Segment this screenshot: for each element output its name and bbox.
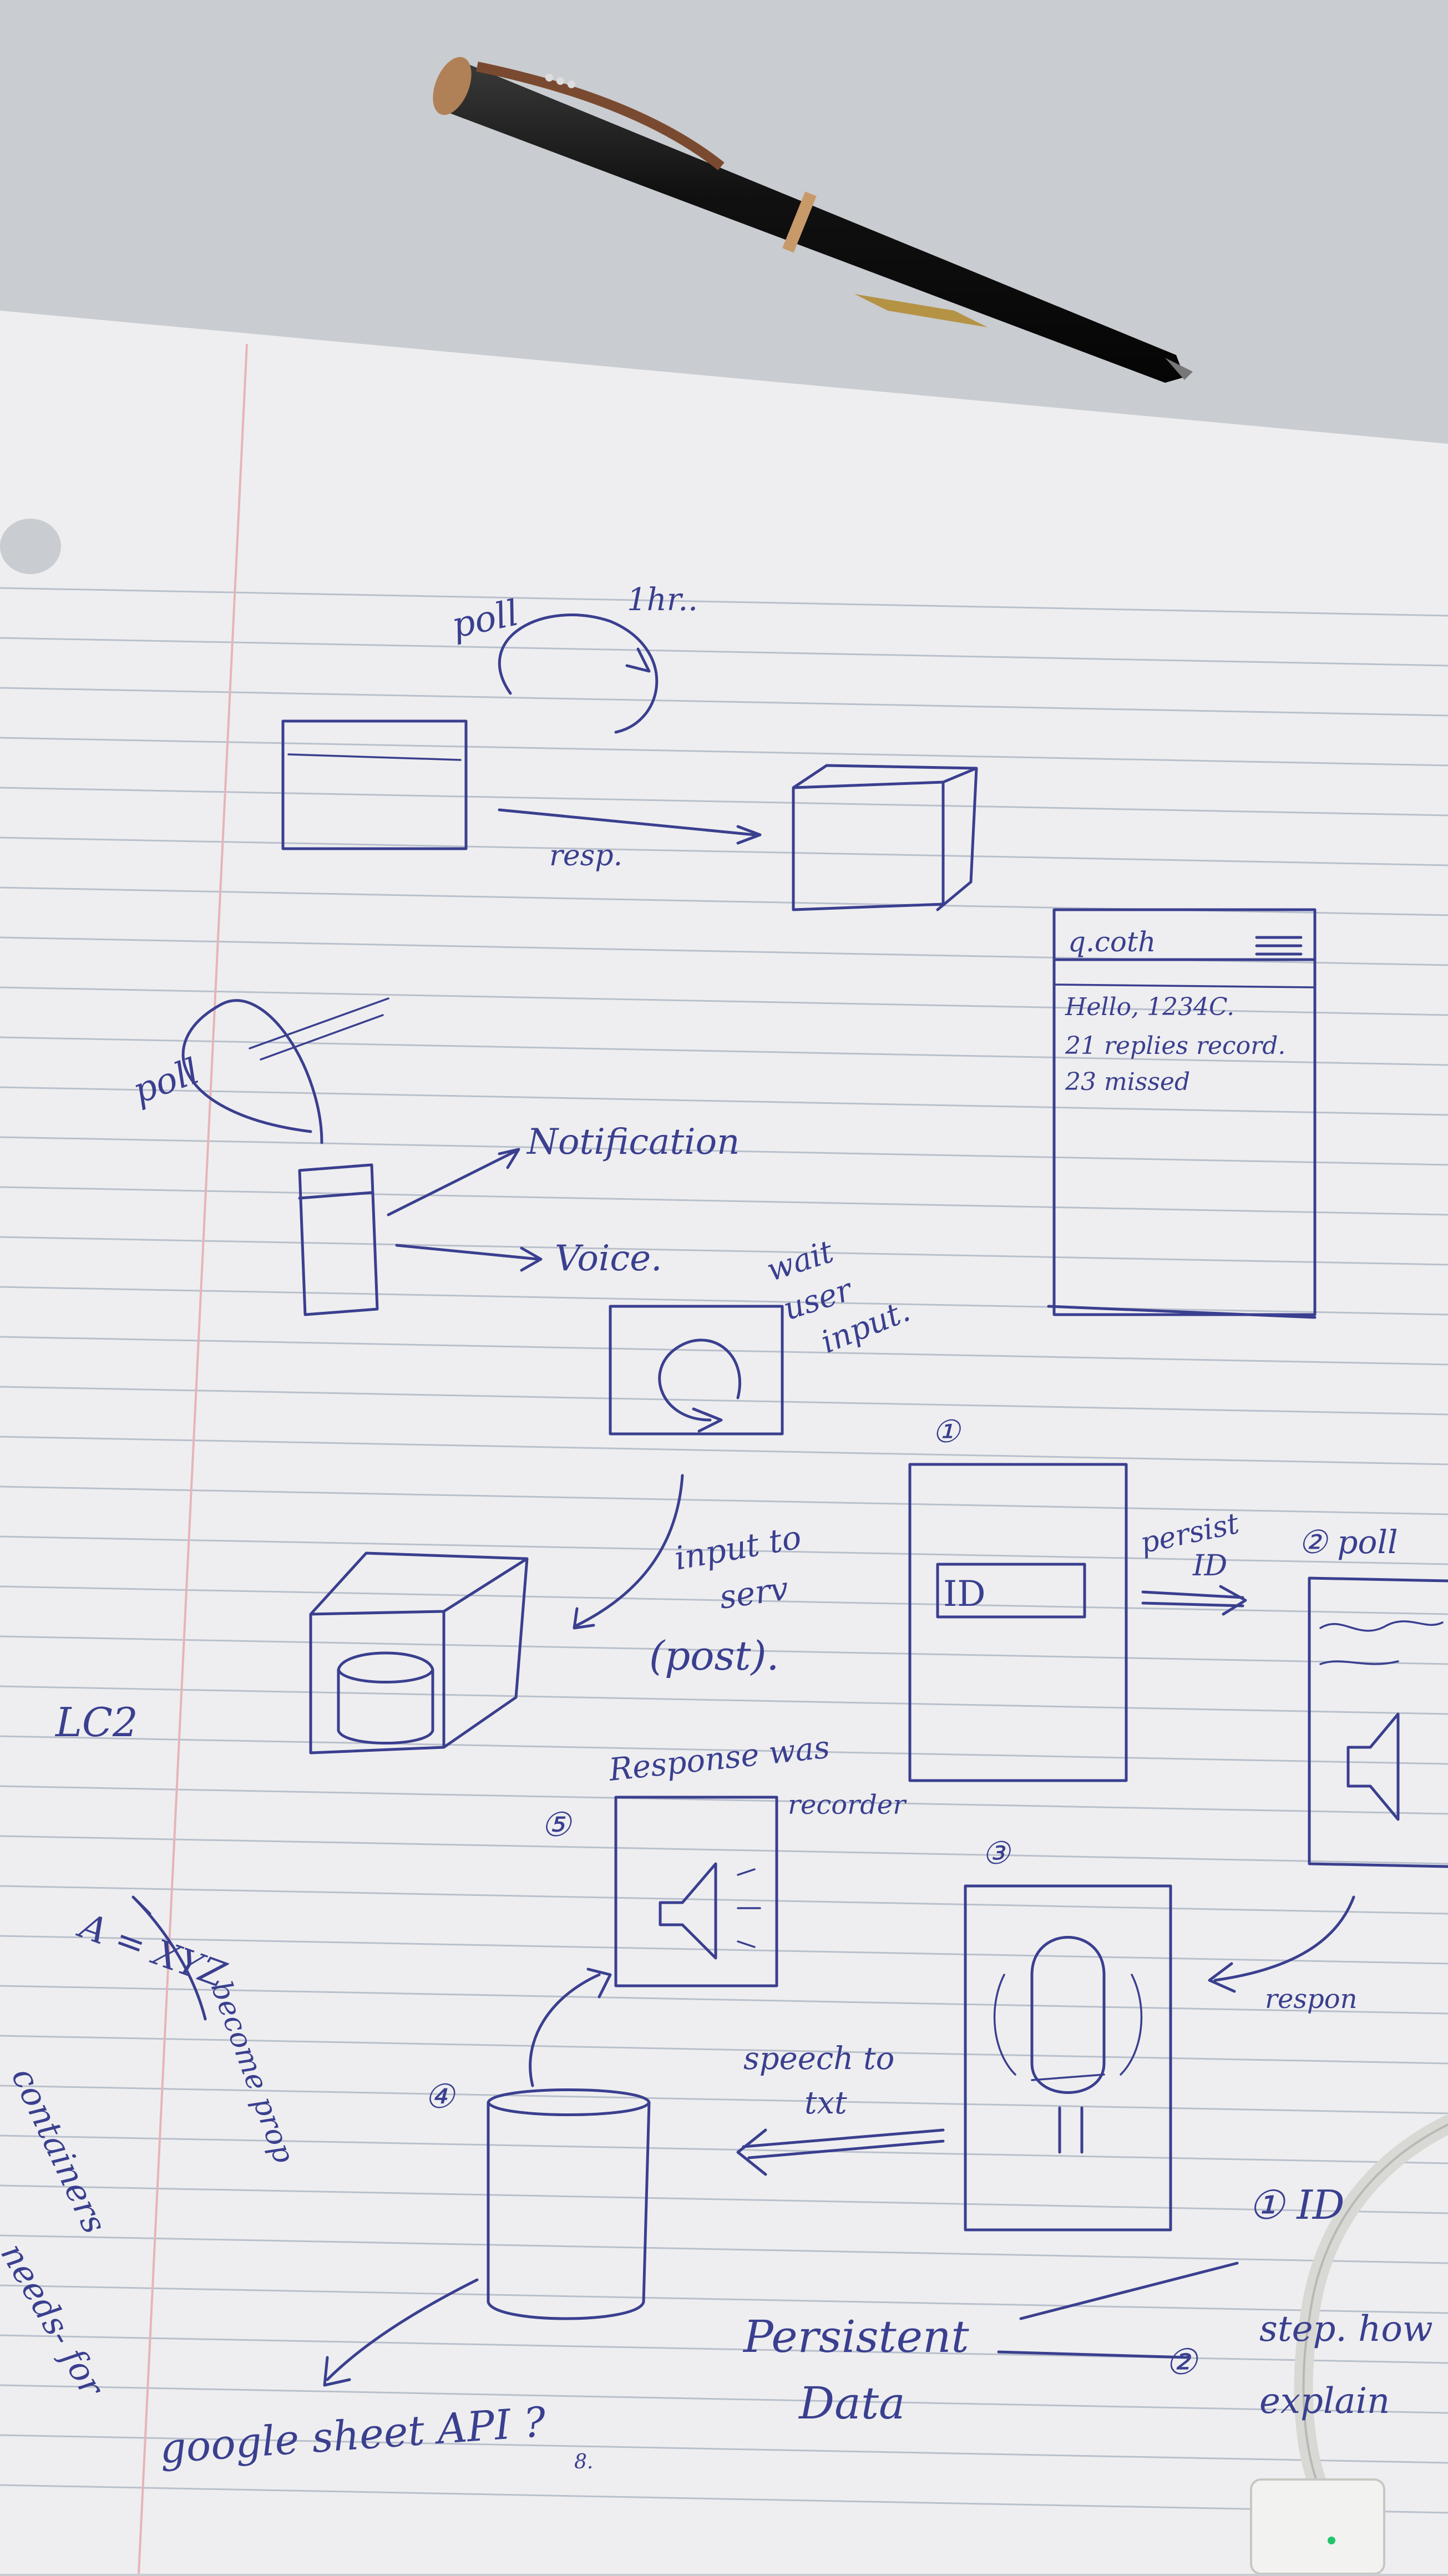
voice-arrow [395, 1244, 543, 1272]
phone-mockup-sketch [1047, 908, 1317, 1319]
poll-arc-arrow [498, 613, 659, 734]
phone-line-3: 23 missed [1065, 1068, 1190, 1096]
upload-arrow [529, 1968, 612, 2087]
sheet-arrow [323, 2278, 479, 2387]
phone-line-2: 21 replies record. [1065, 1032, 1285, 1060]
note-step-how: step. how [1259, 2309, 1433, 2350]
note-post: (post). [649, 1632, 779, 1679]
phone-sketch-icon [298, 1163, 379, 1316]
speaker-sketch-icon [1346, 1712, 1400, 1821]
phone-app-title: q.coth [1068, 926, 1156, 958]
bracket-mark [131, 1895, 207, 2021]
respon-arrow [1208, 1895, 1355, 1993]
usb-cable-icon [1250, 2115, 1448, 2575]
microphone-sketch-icon [1030, 1936, 1106, 2154]
notebook-paper [0, 311, 1448, 2574]
post-arrow [573, 1474, 684, 1630]
response-speaker-box [614, 1796, 778, 1987]
storage-cylinder-sketch-icon [323, 1968, 651, 2387]
note-resp: resp. [549, 839, 622, 873]
persist-id-arrow [1141, 1585, 1247, 1616]
note-lc2: LC2 [54, 1699, 138, 1746]
persistent-data-link-1 [1019, 2261, 1239, 2320]
paper-rules [0, 587, 1448, 2514]
note-voice: Voice. [555, 1238, 662, 1279]
note-explain: explain [1259, 2381, 1390, 2422]
device-poll-diagram [181, 997, 543, 1316]
phone-line-1: Hello, 1234C. [1065, 993, 1234, 1021]
client-box-sketch [281, 719, 468, 850]
note-speech-to: speech to [743, 2041, 894, 2077]
server-cube-sketch-icon [309, 1474, 684, 1754]
step-2-label: ② poll [1298, 1523, 1398, 1561]
note-small-mark: 8. [574, 2451, 593, 2473]
step-3-label: ③ [982, 1835, 1011, 1872]
paper-margin-line [138, 343, 248, 2574]
punch-hole [0, 519, 61, 574]
note-txt: txt [804, 2085, 847, 2121]
poll-screen-sketch [1308, 1576, 1448, 1868]
pen-icon [433, 57, 1193, 383]
id-field [936, 1563, 1086, 1619]
note-data: Data [798, 2377, 905, 2429]
notification-arrow [387, 1148, 520, 1216]
note-1hr: 1hr.. [627, 582, 698, 618]
poll-loop-arrow [181, 999, 323, 1144]
database-cylinder-sketch-icon [337, 1651, 434, 1745]
step-1-label: ① [932, 1414, 961, 1450]
id-field-label: ID [943, 1574, 986, 1615]
note-right-1-id: ① ID [1248, 2182, 1345, 2228]
speaker-icon [659, 1862, 717, 1960]
wait-user-input-box [609, 1305, 784, 1436]
microphone-card-sketch [736, 1884, 1355, 2232]
id-screen-sketch [908, 1463, 1247, 1782]
note-persistent: Persistent [742, 2311, 970, 2362]
note-id: ID [1192, 1549, 1227, 1583]
menu-icon [1255, 936, 1303, 956]
step-5-label: ⑤ [541, 1806, 573, 1844]
note-right-2: ② [1165, 2342, 1199, 2383]
note-respon: respon [1265, 1984, 1358, 2015]
poll-cycle-diagram [281, 613, 978, 911]
speech-to-text-arrow [736, 2128, 945, 2176]
note-notification: Notification [526, 1122, 740, 1163]
persistent-data-link-2 [997, 2350, 1189, 2359]
resp-arrow [498, 808, 762, 845]
cube-sketch-icon [792, 764, 978, 911]
step-4-label: ④ [424, 2077, 456, 2116]
note-recorder: recorder [788, 1789, 907, 1821]
